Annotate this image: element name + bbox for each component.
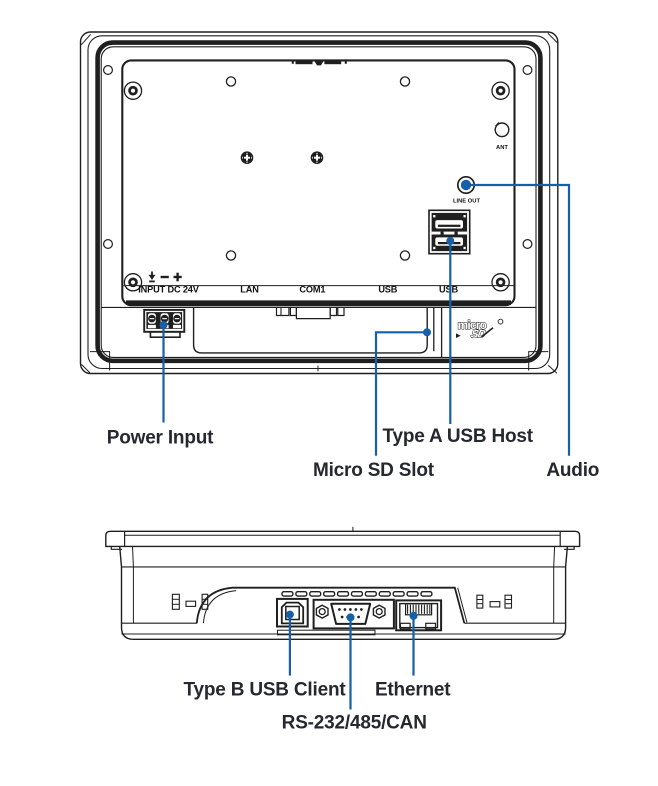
- callout-ethernet: Ethernet: [375, 611, 452, 701]
- line-out-label: LINE OUT: [453, 199, 481, 205]
- power-terminal-block: [143, 308, 186, 338]
- rear-panel: [121, 59, 516, 307]
- plus-symbol: [173, 272, 182, 282]
- db9-connector: [312, 598, 395, 630]
- polarity-symbols: [148, 271, 182, 283]
- bottom-callouts: Type B USB Client RS-232/485/CAN Etherne…: [184, 610, 452, 734]
- micro-sd-logo-micro: micro: [458, 318, 487, 332]
- port-strip: INPUT DC 24V LAN COM1 USB USB: [138, 285, 458, 295]
- cross-screws: [240, 151, 324, 164]
- port-label-usb2: USB: [439, 285, 458, 295]
- recess-vent-slots: [281, 591, 433, 597]
- micro-sd-logo: micro SD: [456, 317, 504, 341]
- callout-label-micro-sd: Micro SD Slot: [313, 460, 435, 481]
- port-label-usb1: USB: [378, 285, 397, 295]
- rear-case-outline: [79, 31, 559, 375]
- cross-screw-right: [310, 151, 324, 164]
- lower-recess: micro SD: [101, 306, 536, 358]
- connector-tray: [192, 307, 428, 354]
- screw-top-right: [491, 81, 510, 100]
- port-label-lan: LAN: [240, 285, 259, 295]
- rear-callouts: Power Input Micro SD Slot Type A USB Hos…: [107, 183, 599, 481]
- bottom-bezel-slab: [105, 526, 581, 550]
- usb-b-port: [276, 597, 309, 628]
- panel-holes: [225, 76, 411, 261]
- callout-label-power-input: Power Input: [107, 428, 214, 449]
- panel-top-tabs: [291, 61, 347, 66]
- screw-bottom-left: [123, 273, 143, 292]
- panel-corner-screws: [123, 81, 510, 292]
- ant-label: ANT: [496, 145, 508, 151]
- rear-view: ANT LINE OUT: [79, 31, 559, 375]
- callout-usb-host: Type A USB Host: [382, 237, 534, 447]
- sd-insert-arrow: [456, 333, 461, 338]
- screw-bottom-right: [491, 273, 510, 292]
- minus-symbol: [160, 275, 169, 279]
- callout-label-serial: RS-232/485/CAN: [282, 713, 427, 734]
- callout-serial: RS-232/485/CAN: [282, 613, 427, 734]
- micro-sd-logo-sd: SD: [469, 329, 488, 341]
- ground-symbol: [148, 271, 156, 283]
- port-label-com1: COM1: [299, 285, 325, 295]
- callout-label-usb-b: Type B USB Client: [184, 680, 347, 701]
- antenna-hole: ANT: [494, 122, 510, 151]
- callout-usb-b: Type B USB Client: [184, 610, 347, 701]
- right-vent-marks: [476, 594, 513, 609]
- bottom-body: [119, 546, 569, 640]
- cross-screw-left: [240, 151, 254, 164]
- port-label-power: INPUT DC 24V: [138, 285, 200, 295]
- audio-jack: LINE OUT: [453, 175, 481, 205]
- callout-micro-sd: Micro SD Slot: [313, 328, 435, 481]
- bezel-holes: [102, 64, 533, 250]
- callout-label-ethernet: Ethernet: [375, 680, 451, 701]
- callout-power-input: Power Input: [107, 321, 214, 449]
- left-vent-marks: [171, 593, 209, 610]
- screw-top-left: [123, 81, 143, 100]
- callout-audio: Audio: [466, 183, 599, 481]
- ethernet-port: [395, 599, 443, 632]
- port-recess: [195, 586, 468, 632]
- callout-label-audio: Audio: [546, 460, 599, 481]
- tray-top-tabs: [275, 307, 345, 320]
- callout-label-usb-host: Type A USB Host: [382, 426, 533, 447]
- bottom-view: [105, 526, 581, 640]
